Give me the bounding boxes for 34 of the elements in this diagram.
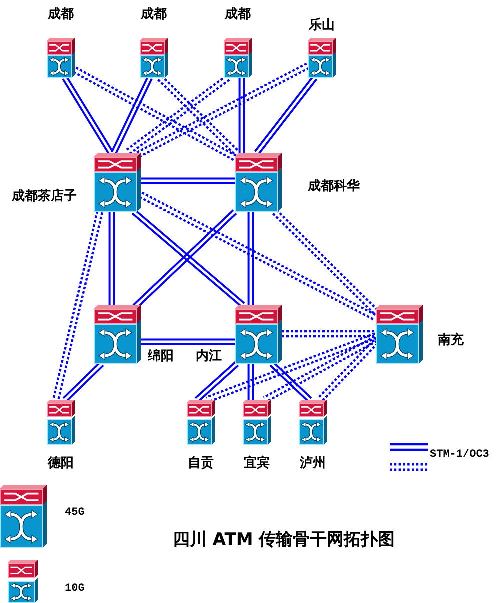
- city-label: 宜宾: [244, 456, 270, 471]
- double-line: [108, 211, 116, 306]
- city-label: 成都: [141, 7, 167, 22]
- double-line: [194, 361, 240, 403]
- city-label: 成都: [225, 7, 251, 22]
- double-line: [111, 76, 153, 155]
- double-line: [140, 178, 236, 184]
- legend-label: 45G: [65, 507, 85, 520]
- city-label: 成都科华: [308, 179, 360, 194]
- double-line: [248, 211, 254, 306]
- city-label: 德阳: [48, 456, 74, 471]
- dotted-double-line: [205, 332, 378, 404]
- dotted-double-line: [272, 209, 379, 315]
- legend-label: 10G: [65, 583, 85, 596]
- double-line: [248, 363, 254, 401]
- dotted-double-line: [136, 62, 310, 158]
- city-label: 泸州: [300, 456, 326, 471]
- legend-label: STM-1/OC3: [430, 449, 490, 462]
- dotted-double-line: [72, 66, 238, 162]
- double-line: [140, 338, 236, 346]
- double-line: [238, 77, 246, 154]
- dotted-double-line: [138, 192, 378, 322]
- city-label: 绵阳: [148, 349, 174, 364]
- dotted-double-line: [280, 330, 378, 338]
- city-label: 成都茶店子: [12, 189, 77, 204]
- city-label: 成都: [48, 7, 74, 22]
- double-line: [254, 76, 318, 156]
- title: 四川 ATM 传输骨干网拓扑图: [173, 530, 396, 550]
- dotted-double-line: [52, 210, 104, 402]
- double-line: [62, 76, 114, 156]
- city-label: 内江: [196, 349, 222, 364]
- city-label: 自贡: [188, 456, 214, 471]
- city-label: 乐山: [309, 18, 335, 33]
- city-label: 南充: [438, 333, 464, 348]
